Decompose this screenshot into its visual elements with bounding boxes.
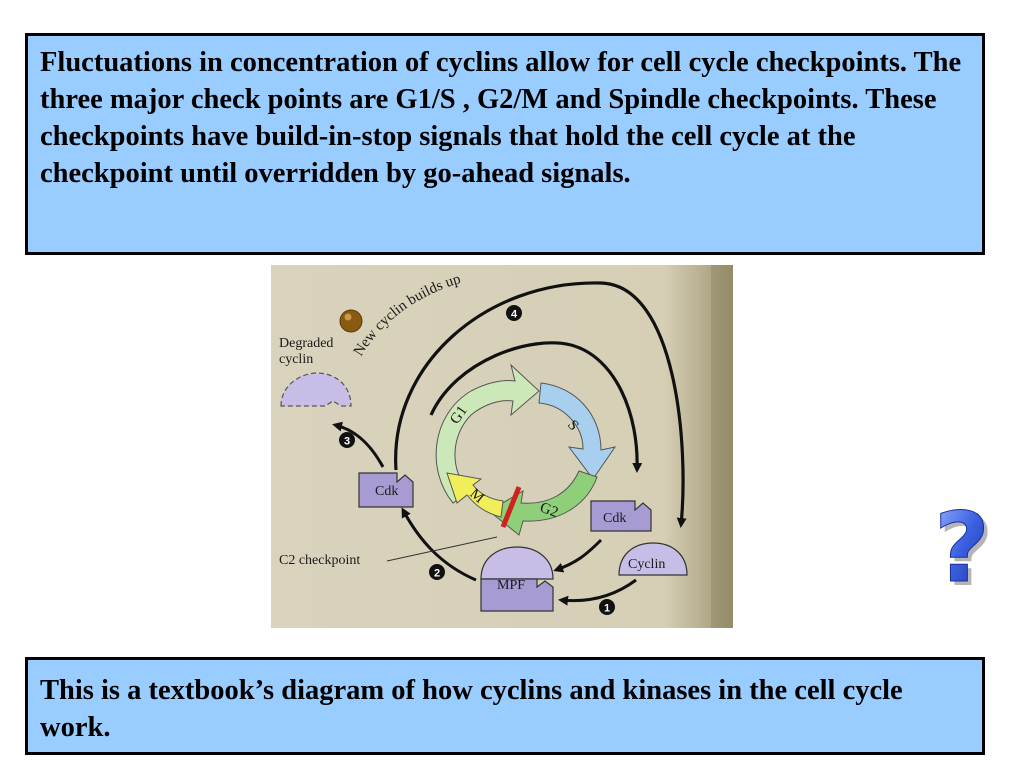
checkpoint-leader-line <box>386 536 498 562</box>
degraded-cyclin-shape <box>280 372 352 407</box>
cell-cycle-figure: G1 S G2 M New cyclin builds up Degraded … <box>271 265 733 628</box>
svg-text:MPF: MPF <box>497 578 525 593</box>
degradation-arrow <box>332 421 385 468</box>
svg-text:4: 4 <box>511 309 518 321</box>
g1-phase-arrow <box>435 363 540 504</box>
svg-text:Cdk: Cdk <box>603 511 626 526</box>
cyclin-shape: Cyclin <box>618 542 688 576</box>
step-2-badge: 2 <box>429 564 445 580</box>
s-phase-arrow <box>538 382 617 480</box>
caption-text-box: This is a textbook’s diagram of how cycl… <box>25 657 985 755</box>
degraded-cyclin-bead <box>339 309 363 333</box>
step-3-badge: 3 <box>339 432 355 448</box>
caption-text: This is a textbook’s diagram of how cycl… <box>40 675 903 743</box>
svg-text:3: 3 <box>344 436 350 448</box>
mpf-complex: MPF <box>480 546 554 612</box>
inner-cycle-arrow <box>429 341 643 473</box>
m-phase-arrow <box>446 472 504 518</box>
phase-g2: G2 <box>538 500 561 521</box>
checkpoint-label: C2 checkpoint <box>279 553 360 568</box>
svg-text:2: 2 <box>434 568 440 580</box>
svg-text:1: 1 <box>604 603 610 615</box>
degraded-label-line2: cyclin <box>279 352 313 367</box>
degraded-label-line1: Degraded <box>279 336 333 351</box>
help-icon[interactable]: ? ? <box>930 492 996 609</box>
new-cyclin-arrow <box>394 281 687 528</box>
cell-cycle-ring: G1 S G2 M <box>435 363 617 536</box>
cdk-right: Cdk <box>590 500 652 532</box>
intro-text-box: Fluctuations in concentration of cyclins… <box>25 33 985 255</box>
help-question-mark: ? <box>934 505 990 595</box>
intro-text: Fluctuations in concentration of cyclins… <box>40 47 962 189</box>
svg-text:Cyclin: Cyclin <box>628 557 665 572</box>
step-1-badge: 1 <box>599 599 615 615</box>
svg-text:?: ? <box>938 505 994 595</box>
cdk-left: Cdk <box>358 472 414 508</box>
step-4-badge: 4 <box>506 305 522 321</box>
g2-checkpoint-bar <box>500 486 522 528</box>
cdk-to-mpf-arrow <box>553 538 603 573</box>
cyclin-to-mpf-arrow <box>558 578 637 606</box>
svg-text:Cdk: Cdk <box>375 484 398 499</box>
